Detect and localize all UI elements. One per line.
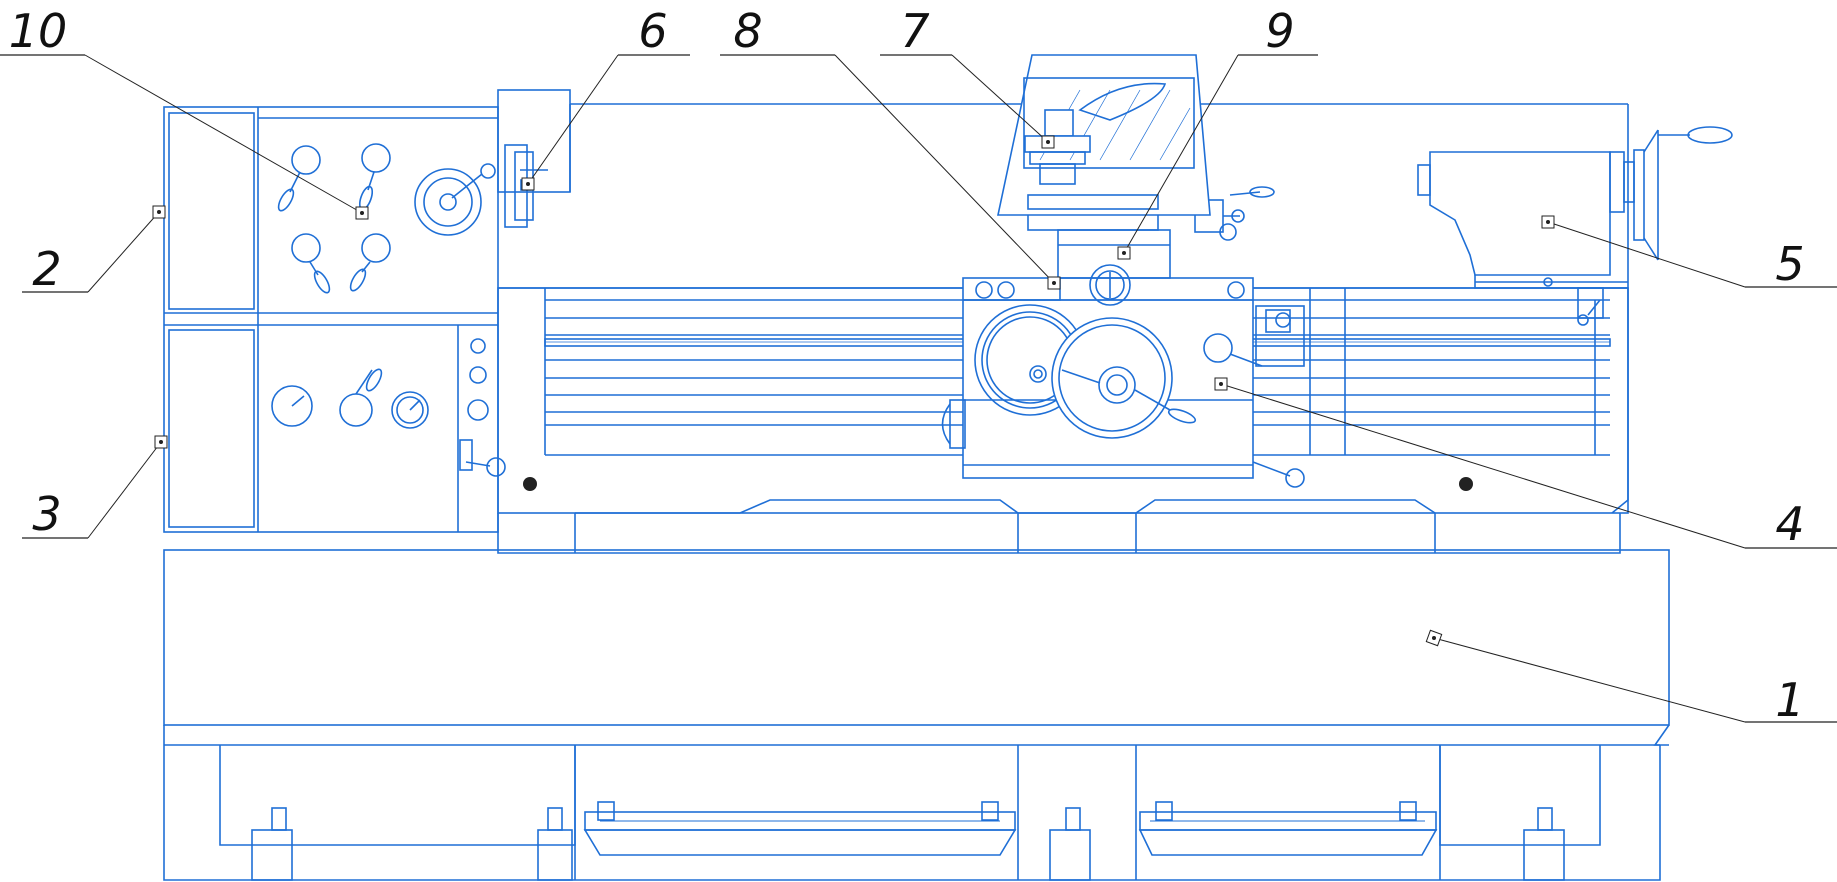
callout-8: 8 — [733, 4, 762, 58]
callout-10: 10 — [9, 4, 68, 58]
callout-4: 4 — [1775, 497, 1804, 551]
callout-2: 2 — [32, 242, 61, 296]
lathe-base-cabinets — [163, 744, 1661, 881]
lathe-bed — [163, 549, 1670, 746]
callout-3: 3 — [32, 487, 61, 541]
marker-3 — [154, 435, 168, 449]
marker-2 — [152, 205, 166, 219]
marker-6 — [521, 177, 535, 191]
tailstock — [1417, 126, 1733, 326]
marker-4 — [1214, 377, 1228, 391]
spindle-chuck — [497, 89, 571, 228]
marker-8 — [1047, 276, 1061, 290]
leader-lines — [84, 54, 1746, 723]
callout-labels: 1 2 3 4 5 6 7 8 9 10 — [0, 4, 1837, 727]
marker-9 — [1117, 246, 1131, 260]
callout-1: 1 — [1775, 673, 1804, 727]
callout-5: 5 — [1775, 237, 1804, 291]
callout-7: 7 — [900, 4, 929, 58]
marker-7 — [1041, 135, 1055, 149]
marker-5 — [1541, 215, 1555, 229]
marker-1 — [1425, 629, 1443, 647]
callout-9: 9 — [1265, 4, 1294, 58]
carriage-apron — [941, 264, 1305, 488]
chuck-guard — [997, 54, 1211, 216]
callout-markers — [152, 135, 1555, 647]
marker-10 — [355, 206, 369, 220]
headstock — [163, 106, 506, 533]
callout-6: 6 — [638, 4, 667, 58]
